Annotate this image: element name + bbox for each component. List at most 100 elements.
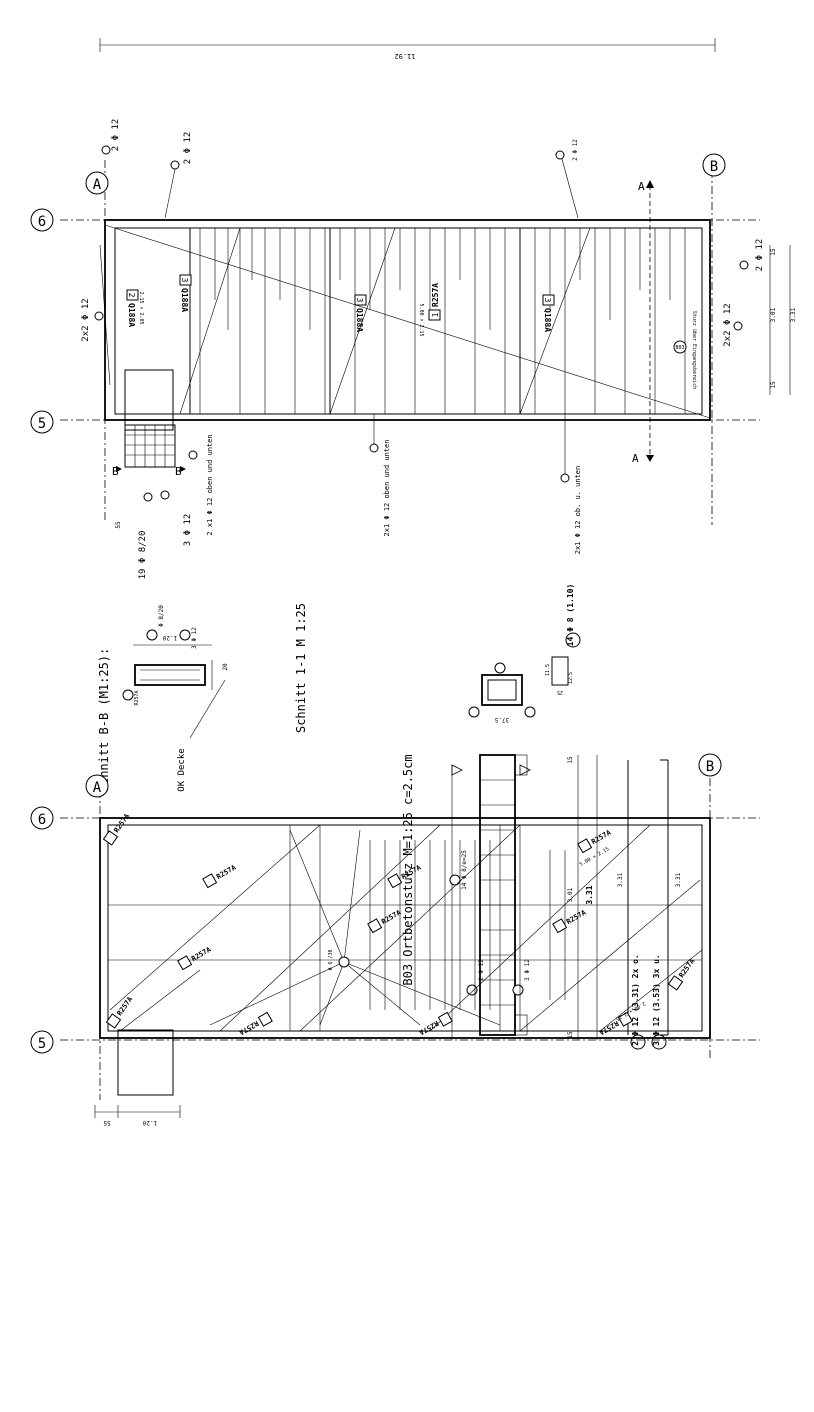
slab-outline <box>104 219 711 421</box>
bottom-label-b: B <box>706 759 714 775</box>
bottom-mesh-tag: R257A <box>237 1011 273 1037</box>
bar-top-1: 2 Φ 12 <box>111 119 121 152</box>
bottom-bubble-a <box>85 774 109 798</box>
bottom-label-a: A <box>93 780 102 796</box>
b03-dim-301: 3.01 <box>567 887 574 902</box>
bar-callout-1 <box>160 490 170 500</box>
section-b-right: B <box>175 465 182 478</box>
axis-bubble-6 <box>30 208 54 232</box>
bar-text-3: 2x1 Φ 12 ob. u. unten <box>574 466 582 555</box>
bar-callout-5 <box>101 145 111 155</box>
overall-dim-text: 11.92 <box>394 52 415 60</box>
svg-text:Q188A: Q188A <box>355 308 364 332</box>
b03-legend-12: 3 Φ 12 (3.53) 3x u. <box>652 954 661 1046</box>
section-bb-bar-1: 3 Φ 12 <box>191 627 198 649</box>
mesh-tag-3b: 3 Q188A <box>354 294 367 332</box>
section-bb-dim-120: 1.20 <box>162 634 177 641</box>
ok-decke-label: OK Decke <box>177 748 187 791</box>
b03-legend-11: 2 Φ 12 (3.31) 2x o. <box>631 954 640 1046</box>
section-11-dim-25: 25 <box>557 689 563 695</box>
mesh-diagonal <box>104 224 711 419</box>
dim-15b: 15 <box>770 381 777 389</box>
bar-callout-8 <box>170 160 180 170</box>
sturz-label: Sturz über Eingangsbereich <box>691 311 697 389</box>
bottom-stair-opening <box>117 1029 174 1096</box>
b03-lintel-detail: B03 Ortbetonsturz M=1:25 c=2.5cm 14 Φ 8/… <box>401 754 682 1050</box>
bar-callout-7 <box>555 150 565 160</box>
stair-opening <box>124 369 174 431</box>
b03-dim-331c: 3.31 <box>675 872 682 887</box>
support-hatch <box>514 754 528 776</box>
bottom-mesh-tag: R257A <box>367 908 403 934</box>
dim-331: 3.31 <box>790 307 797 322</box>
bottom-mesh-tag: R257A <box>202 863 238 889</box>
section-11-dim-115: 11.5 <box>545 664 551 676</box>
bar-callout-4 <box>188 450 198 460</box>
bottom-label-5: 5 <box>38 1036 46 1052</box>
bar-callout-6 <box>733 321 743 331</box>
bottom-mesh-tag: R257A <box>177 945 213 971</box>
section-11-stirrup <box>487 679 517 701</box>
svg-text:3: 3 <box>355 298 364 303</box>
bar-3phi: 3 Φ 12 <box>183 514 193 547</box>
bar-callout-5 <box>739 260 749 270</box>
section-arrow <box>116 466 122 472</box>
svg-text:5.00 × 2.15: 5.00 × 2.15 <box>418 303 424 336</box>
bottom-label-6: 6 <box>38 812 46 828</box>
section-arrow-1 <box>519 764 531 776</box>
section-bb-callout-14 <box>146 629 158 641</box>
svg-text:3: 3 <box>180 278 189 283</box>
top-reinforcement-plan: 11.92 6 5 A B <box>30 38 797 579</box>
axis-bubble-5 <box>30 410 54 434</box>
section-a-bottom: A <box>632 452 639 465</box>
b03-bar-13: 14 Φ 8/e=25 <box>461 850 468 890</box>
bar-callout-6 <box>94 311 104 321</box>
svg-text:R257A: R257A <box>597 1019 620 1037</box>
bar-left-2x2: 2x2 Φ 12 <box>81 298 91 341</box>
section-11-dim-375: 37.5 <box>494 716 509 723</box>
axis-label-b: B <box>710 159 718 175</box>
section-arrow-1 <box>451 764 463 776</box>
section-bb-callout-1 <box>179 629 191 641</box>
axis-label-5: 5 <box>38 416 46 432</box>
svg-text:R257A: R257A <box>113 812 132 834</box>
dim-301: 3.01 <box>770 307 777 322</box>
bottom-mesh-tag: R257A <box>667 957 697 991</box>
section-a-top: A <box>638 180 645 193</box>
support-hatch <box>514 1014 528 1036</box>
mesh-tag-3c: 3 Q188A <box>542 294 555 332</box>
section-1-1: Schnitt 1-1 M 1:25 37.5 14 Φ 8 (1.10) 11… <box>294 584 581 733</box>
bar-hatching <box>189 228 686 414</box>
section-11-bars-13: 14 Φ 8 (1.10) <box>566 584 575 647</box>
b03-dim-331: 3.31 <box>585 885 594 904</box>
section-arrow <box>646 180 654 188</box>
svg-text:Q188A: Q188A <box>543 308 552 332</box>
svg-text:R257A: R257A <box>215 863 238 881</box>
bottom-callout-15 <box>338 956 350 968</box>
section-bb-beam <box>134 664 206 686</box>
section-arrow <box>180 466 186 472</box>
b03-bar-11: 2 Φ 12 <box>478 959 485 981</box>
section-bb-callout-m <box>122 689 134 701</box>
section-bb-mesh: R257A <box>134 690 140 705</box>
axis-bubble-a <box>85 171 109 195</box>
section-arrow <box>646 455 654 462</box>
svg-text:R257A: R257A <box>431 283 440 307</box>
svg-text:2: 2 <box>127 293 136 298</box>
mesh-diagonal <box>179 227 241 415</box>
svg-text:Q188A: Q188A <box>180 288 189 312</box>
mesh-diagonal <box>329 227 396 415</box>
b03-callout-13 <box>449 874 461 886</box>
section-bb-dim-20: 20 <box>222 663 229 671</box>
b03-title: B03 Ortbetonsturz M=1:25 c=2.5cm <box>401 754 415 985</box>
bottom-bubble-b <box>698 753 722 777</box>
bottom-reinforcement-plan: 6 5 A B <box>30 753 760 1126</box>
b03-bar-12: 3 Φ 12 <box>524 959 531 981</box>
slab-inner <box>114 227 703 415</box>
mesh-size-2: 2.15 × 2.05 <box>138 291 144 324</box>
axis-label-a: A <box>93 177 102 193</box>
bottom-dim-120: 1.20 <box>142 1119 157 1126</box>
b03-dim-15a: 15 <box>567 756 574 764</box>
section-11-dim-125: 12.5 <box>568 672 574 684</box>
stair-grid <box>124 424 176 468</box>
